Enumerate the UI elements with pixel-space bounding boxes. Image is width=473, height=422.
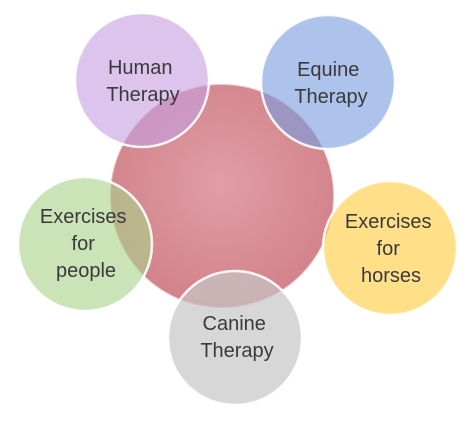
node-label: Exercises for horses: [345, 211, 437, 287]
label-line: people: [56, 260, 116, 282]
label-line: Therapy: [106, 84, 179, 106]
node-exercises-for-people: Exercises for people: [16, 175, 154, 313]
label-line: Exercises: [40, 206, 127, 228]
label-line: for: [72, 233, 96, 255]
label-line: for: [377, 238, 401, 260]
node-circle: [166, 269, 304, 407]
node-circle: [259, 13, 397, 151]
label-line: Equine: [297, 59, 359, 81]
node-circle: [321, 179, 459, 317]
label-line: Human: [108, 57, 172, 79]
node-canine-therapy: Canine Therapy: [166, 269, 304, 407]
node-circle: [16, 175, 154, 313]
node-circle: [73, 11, 211, 149]
label-line: Therapy: [294, 86, 367, 108]
node-label: Exercises for people: [40, 206, 132, 282]
label-line: horses: [361, 265, 421, 287]
label-line: Canine: [203, 313, 266, 335]
node-label: Canine Therapy: [200, 313, 273, 362]
label-line: Therapy: [200, 340, 273, 362]
node-label: Equine Therapy: [294, 59, 367, 108]
label-line: Exercises: [345, 211, 432, 233]
node-human-therapy: Human Therapy: [73, 11, 211, 149]
node-exercises-for-horses: Exercises for horses: [321, 179, 459, 317]
node-equine-therapy: Equine Therapy: [259, 13, 397, 151]
node-label: Human Therapy: [106, 57, 179, 106]
